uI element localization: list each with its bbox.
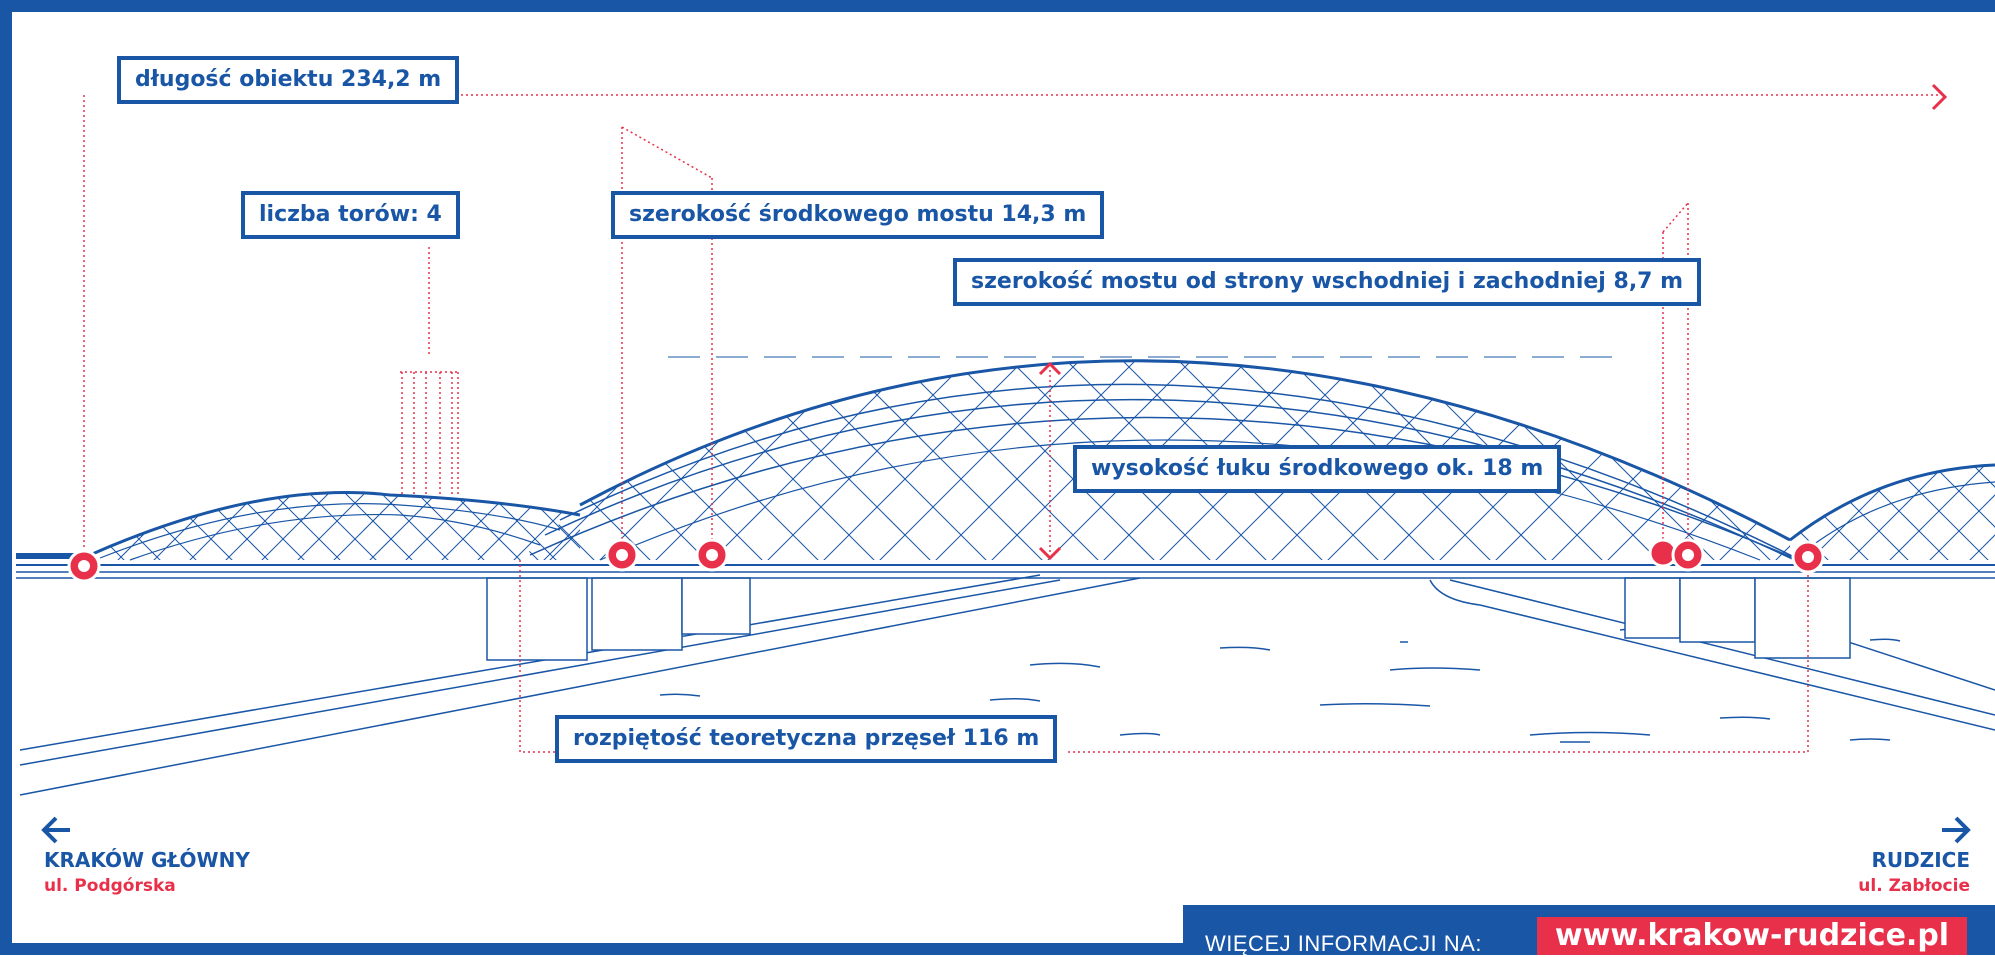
arrow-left-icon — [41, 816, 70, 844]
website-link[interactable]: www.krakow-rudzice.pl — [1537, 917, 1967, 955]
truss-member — [1717, 360, 1790, 560]
embankment-lines — [19, 574, 1995, 796]
point-pier-2 — [695, 538, 729, 572]
dimension-lines — [83, 94, 1938, 753]
truss-member — [520, 360, 709, 560]
arch-height-label: wysokość łuku środkowego ok. 18 m — [1073, 445, 1562, 493]
measurement-points — [67, 538, 1825, 583]
arrow-right-icon — [1942, 816, 1971, 844]
track-count-label: liczba torów: 4 — [241, 191, 460, 239]
bridge-piers — [486, 577, 1851, 661]
truss-member — [520, 360, 541, 560]
truss-member — [1927, 465, 1995, 560]
point-pier-1 — [605, 538, 639, 572]
river-strokes — [659, 627, 1901, 743]
point-left-end — [67, 549, 101, 583]
truss-member — [90, 492, 91, 560]
truss-member — [1927, 465, 1995, 560]
location-right: RUDZICE ul. Zabłocie — [1858, 847, 1970, 899]
object-length-label: długość obiektu 234,2 m — [117, 56, 460, 104]
location-left-street: ul. Podgórska — [44, 876, 176, 896]
location-left: KRAKÓW GŁÓWNY ul. Podgórska — [44, 847, 250, 899]
point-pier-4 — [1671, 538, 1705, 572]
dimension-arrowheads — [1038, 83, 1948, 561]
span-length-label: rozpiętość teoretyczna przęseł 116 m — [555, 715, 1058, 763]
location-right-city: RUDZICE — [1871, 848, 1970, 872]
truss-member — [933, 360, 1157, 560]
truss-member — [1967, 465, 1995, 560]
info-bar: WIĘCEJ INFORMACJI NA: www.krakow-rudzice… — [1183, 905, 1995, 956]
truss-member — [547, 492, 580, 560]
location-left-city: KRAKÓW GŁÓWNY — [44, 848, 250, 872]
truss-member — [1967, 465, 1995, 560]
location-right-street: ul. Zabłocie — [1858, 876, 1970, 896]
truss-member — [90, 492, 91, 560]
info-label: WIĘCEJ INFORMACJI NA: — [1205, 931, 1482, 956]
side-bridge-width-label: szerokość mostu od strony wschodniej i z… — [953, 258, 1702, 306]
center-bridge-width-label: szerokość środkowego mostu 14,3 m — [611, 191, 1105, 239]
arch-ribs — [89, 359, 1995, 566]
truss-member — [520, 360, 597, 560]
truss-member — [1605, 360, 1790, 560]
truss-member — [520, 360, 541, 560]
truss-member — [1661, 360, 1790, 560]
truss-member — [90, 492, 127, 560]
truss-member — [520, 360, 653, 560]
point-right-pier — [1791, 540, 1825, 574]
